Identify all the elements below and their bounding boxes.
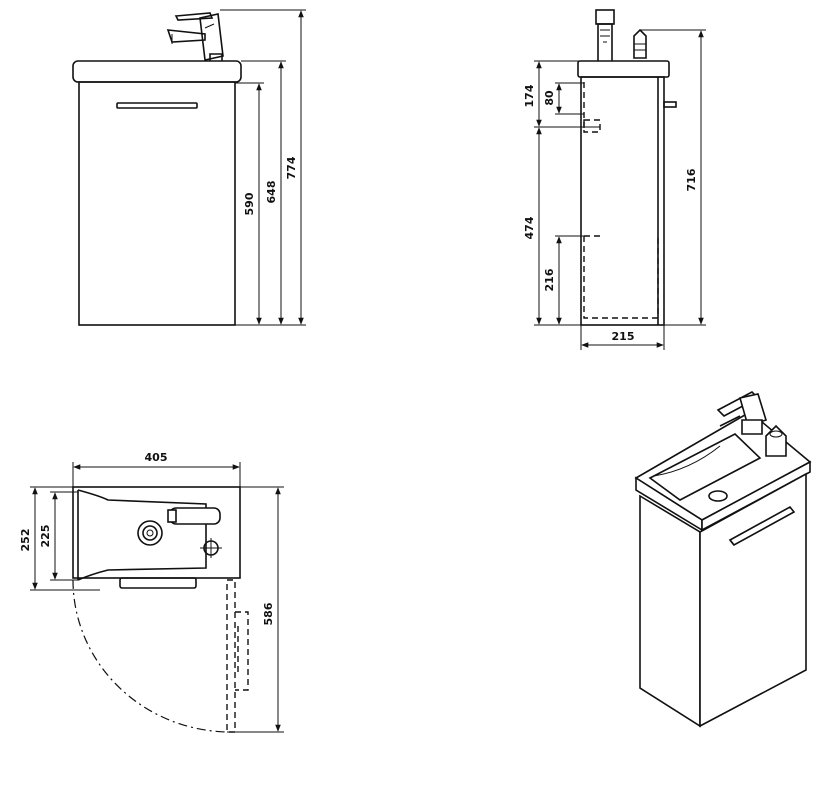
dim-774: 774 bbox=[285, 156, 298, 179]
soap-dispenser-icon bbox=[633, 28, 647, 59]
handle-top bbox=[119, 577, 197, 589]
cabinet-body bbox=[78, 81, 236, 326]
faucet-3d-icon bbox=[716, 391, 767, 435]
dim-716: 716 bbox=[685, 168, 698, 191]
dim-252: 252 bbox=[19, 529, 32, 552]
soap-3d-icon bbox=[765, 424, 787, 457]
basin-top bbox=[72, 60, 242, 83]
dim-405: 405 bbox=[145, 451, 168, 464]
dim-590: 590 bbox=[243, 192, 256, 215]
basin-side bbox=[577, 60, 670, 78]
soap-top-icon bbox=[200, 538, 222, 558]
dim-80: 80 bbox=[543, 90, 556, 106]
dim-215: 215 bbox=[612, 330, 635, 343]
cabinet-side bbox=[580, 76, 665, 326]
faucet-icon bbox=[166, 12, 224, 63]
door-swing-arc bbox=[72, 579, 228, 733]
dim-474: 474 bbox=[523, 216, 536, 239]
faucet-top-icon bbox=[167, 507, 221, 525]
side-view: 174 80 474 216 716 215 bbox=[523, 9, 706, 350]
drain-icon bbox=[137, 520, 163, 546]
dim-225: 225 bbox=[39, 525, 52, 548]
top-view: 405 252 225 586 bbox=[19, 451, 284, 733]
drain-3d-icon bbox=[708, 490, 728, 502]
dim-216: 216 bbox=[543, 268, 556, 291]
dim-648: 648 bbox=[265, 181, 278, 204]
dim-174: 174 bbox=[523, 84, 536, 107]
door-handle bbox=[116, 102, 198, 109]
faucet-side-icon bbox=[595, 9, 615, 63]
dim-586: 586 bbox=[262, 602, 275, 625]
isometric-view bbox=[634, 391, 812, 728]
front-view: 774 648 590 bbox=[72, 9, 306, 326]
